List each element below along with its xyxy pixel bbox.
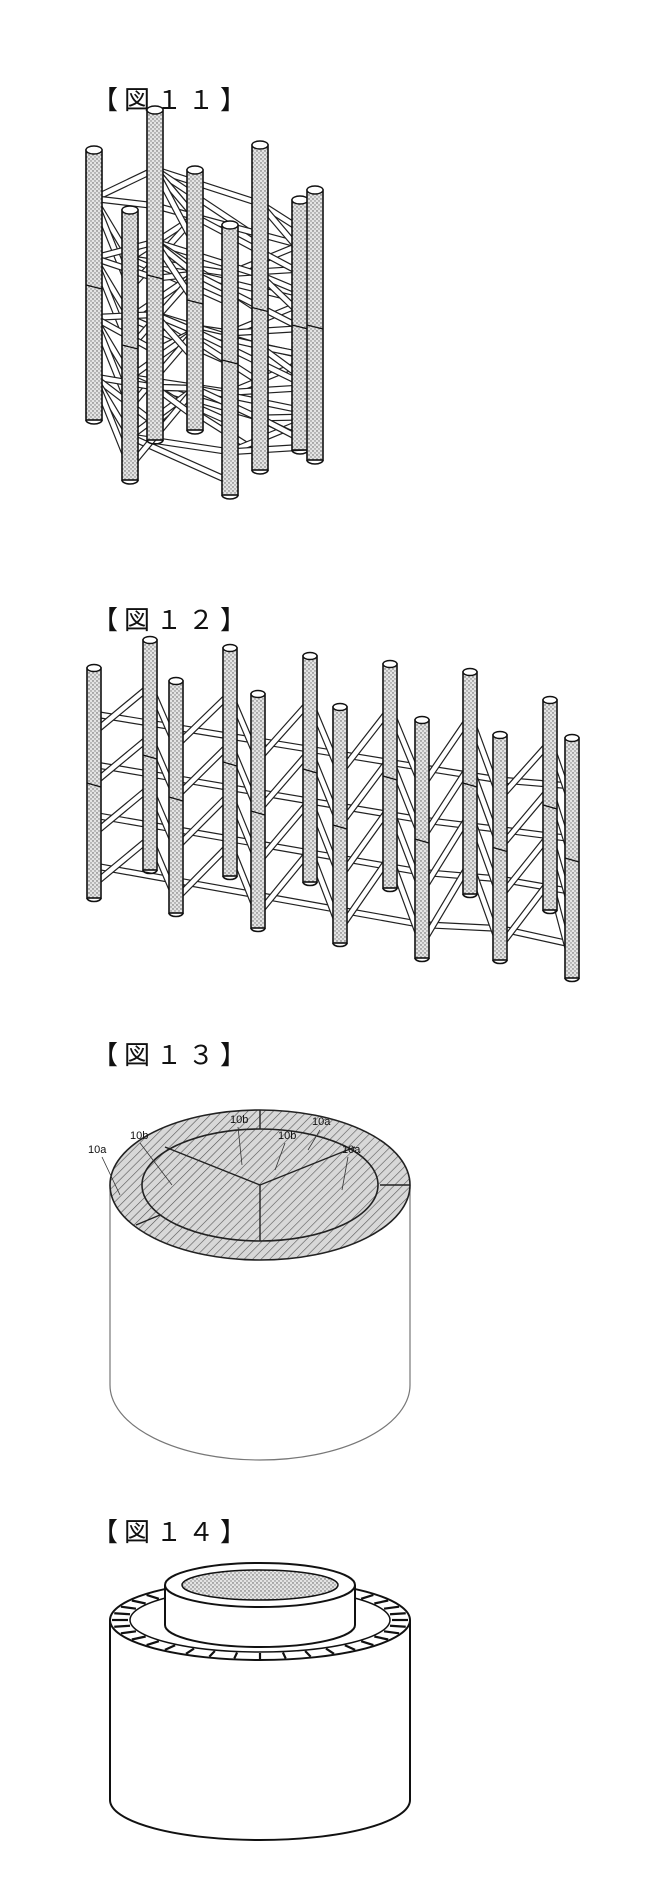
truss-column [85, 145, 103, 425]
truss-column [414, 715, 430, 963]
figure-11-label: 【図１１】 [92, 86, 253, 116]
cylinder-body [109, 1185, 411, 1461]
truss-column [542, 695, 558, 915]
truss-column [222, 643, 238, 881]
truss-column [291, 195, 309, 455]
figure-11-tower-truss [85, 105, 324, 500]
truss-column [86, 663, 102, 903]
figure-13-segmented-cylinder: 10a 10b 10b 10b 10a 10a [88, 1109, 411, 1461]
truss-column [462, 667, 478, 899]
truss-column [250, 689, 266, 933]
part-label-10a: 10a [88, 1144, 107, 1156]
truss-column [142, 635, 158, 875]
truss-column [564, 733, 580, 983]
part-label-10a: 10a [342, 1144, 361, 1156]
part-label-10b: 10b [230, 1114, 248, 1126]
figure-12-label: 【図１２】 [92, 606, 253, 636]
truss-column [251, 140, 269, 475]
truss-column [492, 730, 508, 965]
figure-13-label: 【図１３】 [92, 1041, 253, 1071]
truss-column [146, 105, 164, 445]
part-label-10b: 10b [278, 1130, 296, 1142]
truss-column [332, 702, 348, 948]
truss-column [221, 220, 239, 500]
figure-12-wall-truss [86, 635, 580, 983]
figure-14-cylinder-with-cap [109, 1562, 411, 1841]
part-label-10b: 10b [130, 1130, 148, 1142]
truss-column [302, 651, 318, 887]
part-label-10a: 10a [312, 1116, 331, 1128]
cylinder-body [109, 1620, 411, 1841]
truss-column [168, 676, 184, 918]
truss-column [186, 165, 204, 435]
truss-column [306, 185, 324, 465]
truss-column [121, 205, 139, 485]
figure-14-label: 【図１４】 [92, 1518, 253, 1548]
truss-column [382, 659, 398, 893]
